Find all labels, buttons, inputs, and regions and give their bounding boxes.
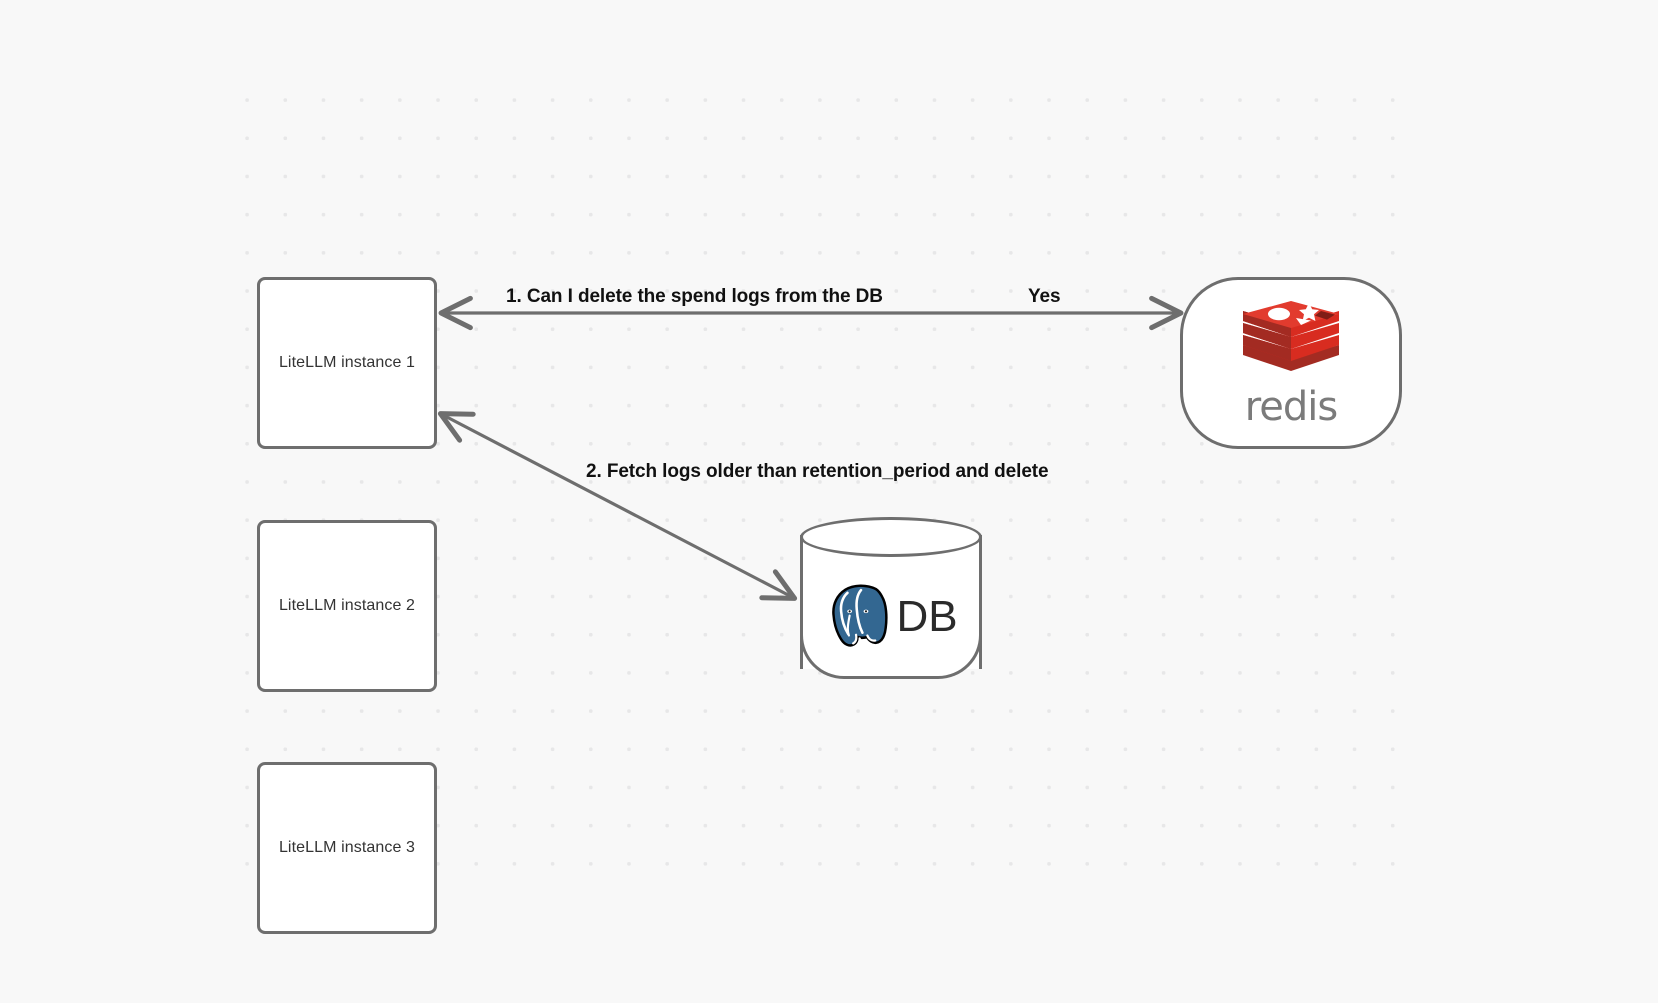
edge-label-answer: Yes [1028,286,1061,307]
node-database[interactable]: DB [800,517,982,687]
redis-wordmark: redis [1244,384,1339,430]
node-label: LiteLLM instance 3 [278,839,416,856]
cylinder-bottom [800,635,982,679]
database-label: DB [896,592,958,641]
node-litellm-instance-2[interactable]: LiteLLM instance 2 [257,520,437,692]
node-litellm-instance-1[interactable]: LiteLLM instance 1 [257,277,437,449]
node-redis[interactable]: redis [1180,277,1402,449]
cylinder-top [800,517,982,557]
postgresql-elephant-icon [832,584,889,647]
database-content: DB [800,569,982,665]
edge-label-fetch-delete: 2. Fetch logs older than retention_perio… [586,461,1049,482]
edge-instance-1-to-database [437,411,798,601]
redis-logo-wrap: redis [1239,297,1343,427]
node-litellm-instance-3[interactable]: LiteLLM instance 3 [257,762,437,934]
node-label: LiteLLM instance 1 [278,354,416,371]
node-label: LiteLLM instance 2 [278,597,416,614]
redis-logo-icon [1243,301,1339,371]
edge-label-question: 1. Can I delete the spend logs from the … [506,286,883,307]
